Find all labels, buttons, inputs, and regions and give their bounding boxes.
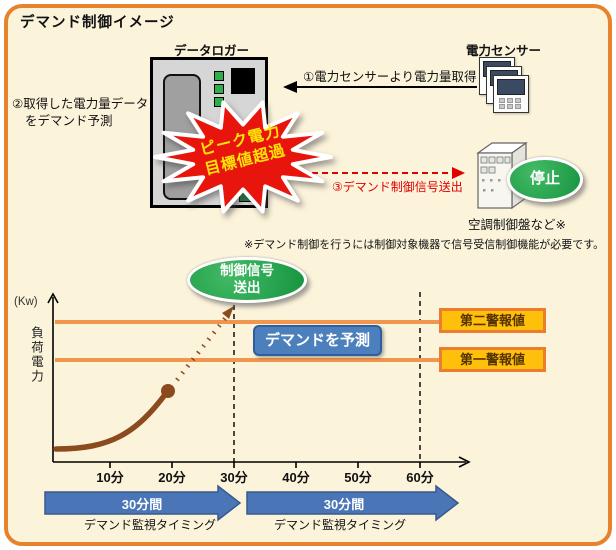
power-sensor-icon bbox=[493, 75, 529, 113]
alarm2-box: 第二警報値 bbox=[439, 308, 546, 333]
step2-line2: をデマンド予測 bbox=[25, 114, 113, 128]
x-tick-20: 20分 bbox=[158, 470, 186, 485]
alarm1-box: 第一警報値 bbox=[439, 347, 546, 372]
interval-2-duration: 30分間 bbox=[323, 497, 365, 512]
panel-label: 空調制御盤など※ bbox=[468, 218, 566, 232]
y-axis-label: 負荷電力 bbox=[29, 326, 43, 384]
step1-label: ①電力センサーより電力量取得 bbox=[303, 70, 477, 84]
led-icon bbox=[214, 71, 224, 81]
led-icon bbox=[214, 84, 224, 94]
peak-alert-burst-icon bbox=[153, 100, 333, 214]
data-logger-label: データロガー bbox=[174, 44, 250, 58]
x-tick-40: 40分 bbox=[282, 470, 310, 485]
stop-label: 停止 bbox=[529, 170, 560, 188]
x-tick-30: 30分 bbox=[220, 470, 248, 485]
x-tick-50: 50分 bbox=[344, 470, 372, 485]
page-title: デマンド制御イメージ bbox=[20, 15, 175, 31]
unit-label: (Kw) bbox=[14, 296, 38, 308]
step2-line1: ②取得した電力量データ bbox=[12, 97, 149, 111]
step3-label: ③デマンド制御信号送出 bbox=[332, 180, 463, 194]
step2-label: ②取得した電力量データ をデマンド予測 bbox=[12, 96, 148, 130]
predict-demand-box: デマンドを予測 bbox=[253, 325, 382, 356]
signal-sent-badge: 制御信号 送出 bbox=[187, 257, 307, 303]
logger-display bbox=[231, 68, 255, 94]
footnote: ※デマンド制御を行うには制御対象機器で信号受信制御機能が必要です。 bbox=[244, 239, 605, 251]
stop-badge: 停止 bbox=[507, 157, 583, 202]
interval-1-duration: 30分間 bbox=[121, 497, 163, 512]
signal-line1: 制御信号 bbox=[220, 263, 274, 279]
power-sensor-label: 電力センサー bbox=[466, 44, 542, 58]
x-tick-60: 60分 bbox=[406, 470, 434, 485]
interval-2-label: デマンド監視タイミング bbox=[273, 518, 406, 532]
x-tick-10: 10分 bbox=[96, 470, 124, 485]
interval-1-label: デマンド監視タイミング bbox=[83, 518, 216, 532]
signal-line2: 送出 bbox=[233, 280, 261, 295]
